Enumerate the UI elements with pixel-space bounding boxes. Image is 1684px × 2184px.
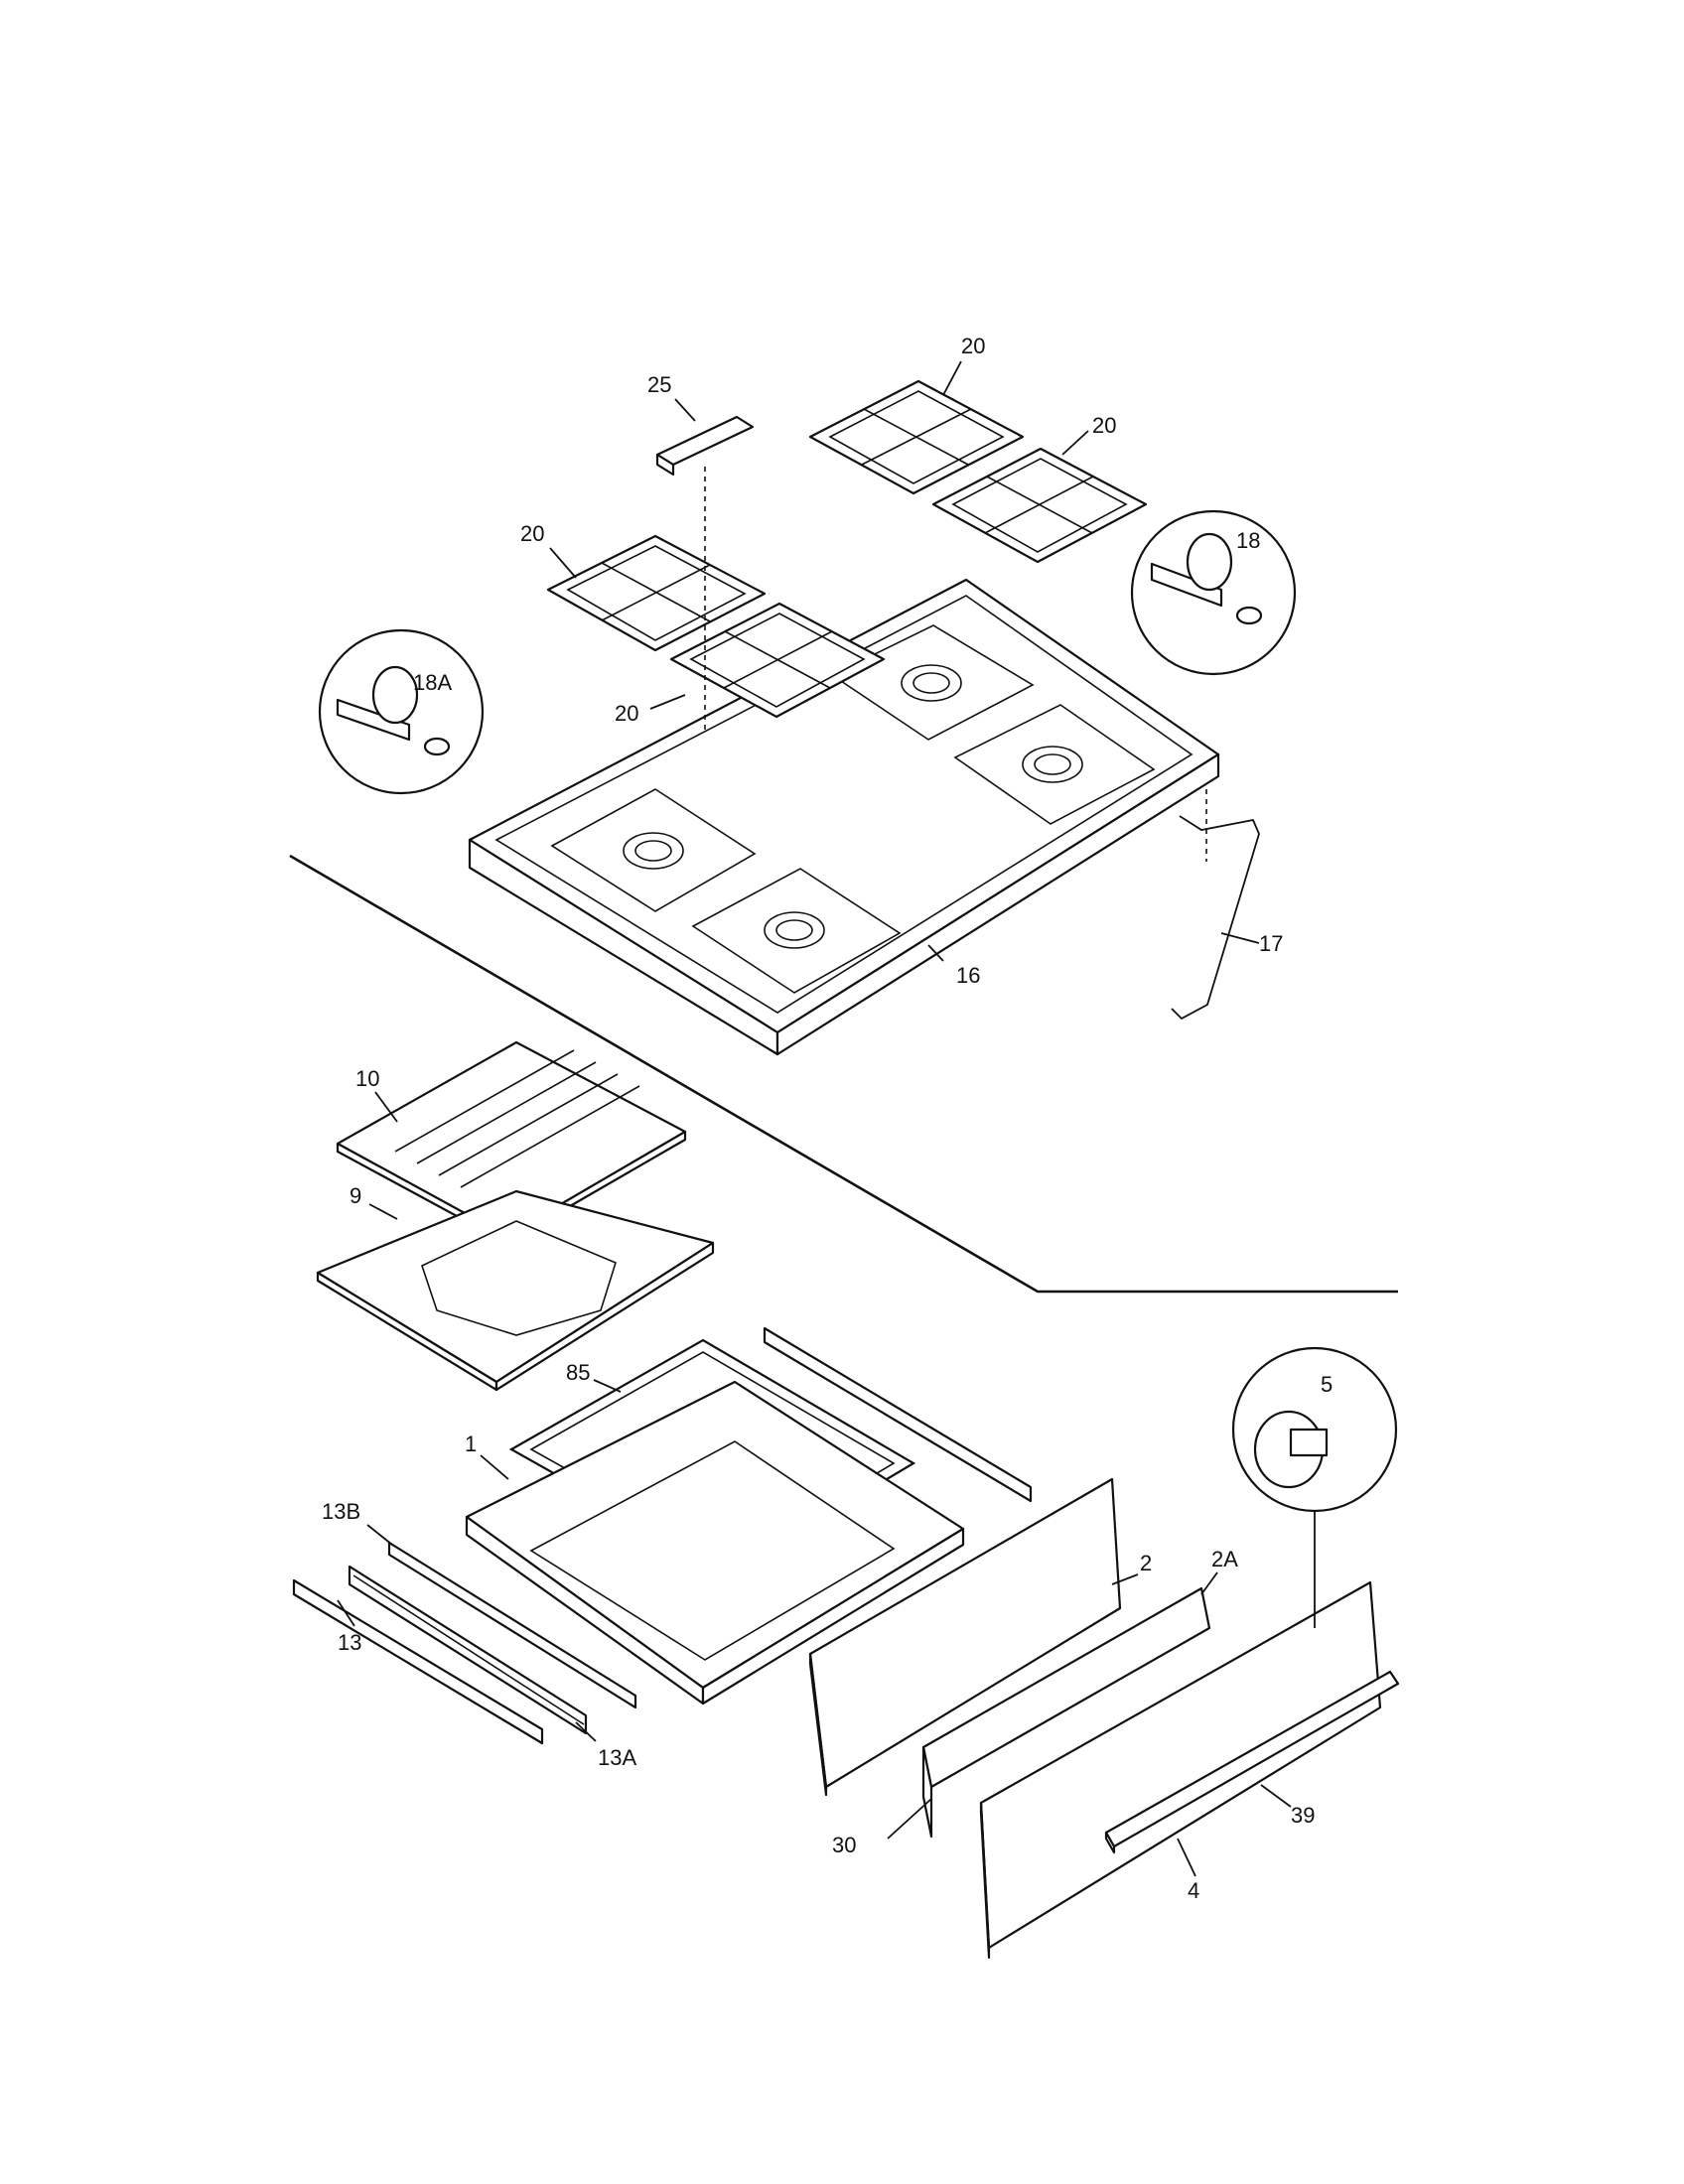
callout-5: 5 [1321, 1372, 1333, 1397]
callout-20-left-front: 20 [615, 701, 638, 726]
callout-20-right-front: 20 [1092, 413, 1116, 438]
callout-2a: 2A [1211, 1547, 1238, 1571]
grate-20-left-rear [546, 534, 767, 652]
detail-circle-5 [1231, 1346, 1398, 1628]
callout-18a: 18A [413, 670, 452, 695]
callout-1: 1 [465, 1432, 477, 1456]
detail-circle-18a [318, 628, 485, 795]
drawer-frame-2 [808, 1477, 1122, 1797]
drawer-front-4 [979, 1580, 1382, 1960]
rail-13a [348, 1565, 588, 1735]
drawer-slide-top [763, 1326, 1033, 1503]
leader-lines [337, 360, 1292, 1877]
part-25 [655, 415, 755, 735]
grate-20-right-rear [808, 379, 1025, 495]
callout-4: 4 [1188, 1878, 1199, 1903]
callout-9: 9 [350, 1183, 361, 1208]
callout-16: 16 [956, 963, 980, 988]
rail-13b [387, 1541, 637, 1709]
callout-30: 30 [832, 1833, 856, 1857]
callout-13a: 13A [598, 1745, 636, 1770]
callout-20-left-rear: 20 [520, 521, 544, 546]
handle-39 [1104, 1670, 1400, 1854]
callout-13b: 13B [322, 1499, 360, 1524]
callout-13: 13 [338, 1630, 361, 1655]
callout-17: 17 [1259, 931, 1283, 956]
broiler-pan-9 [316, 1189, 715, 1392]
grate-20-right-front [931, 447, 1148, 564]
panel-2a [921, 1586, 1211, 1839]
rail-13 [292, 1578, 544, 1745]
callout-labels: 20 20 20 20 25 18 18A 16 17 10 9 85 1 13… [322, 334, 1333, 1903]
grate-20-left-front [669, 602, 886, 719]
callout-25: 25 [647, 372, 671, 397]
callout-85: 85 [566, 1360, 590, 1385]
callout-10: 10 [355, 1066, 379, 1091]
section-divider-line [289, 854, 1398, 1294]
part-17-wire [1171, 789, 1260, 1021]
callout-39: 39 [1291, 1803, 1315, 1828]
callout-20-right-rear: 20 [961, 334, 985, 358]
callout-18: 18 [1236, 528, 1260, 553]
callout-2: 2 [1140, 1551, 1152, 1575]
cooktop-16 [468, 578, 1220, 1056]
detail-circle-18 [1130, 509, 1297, 676]
broiler-drawer-1 [465, 1380, 965, 1706]
